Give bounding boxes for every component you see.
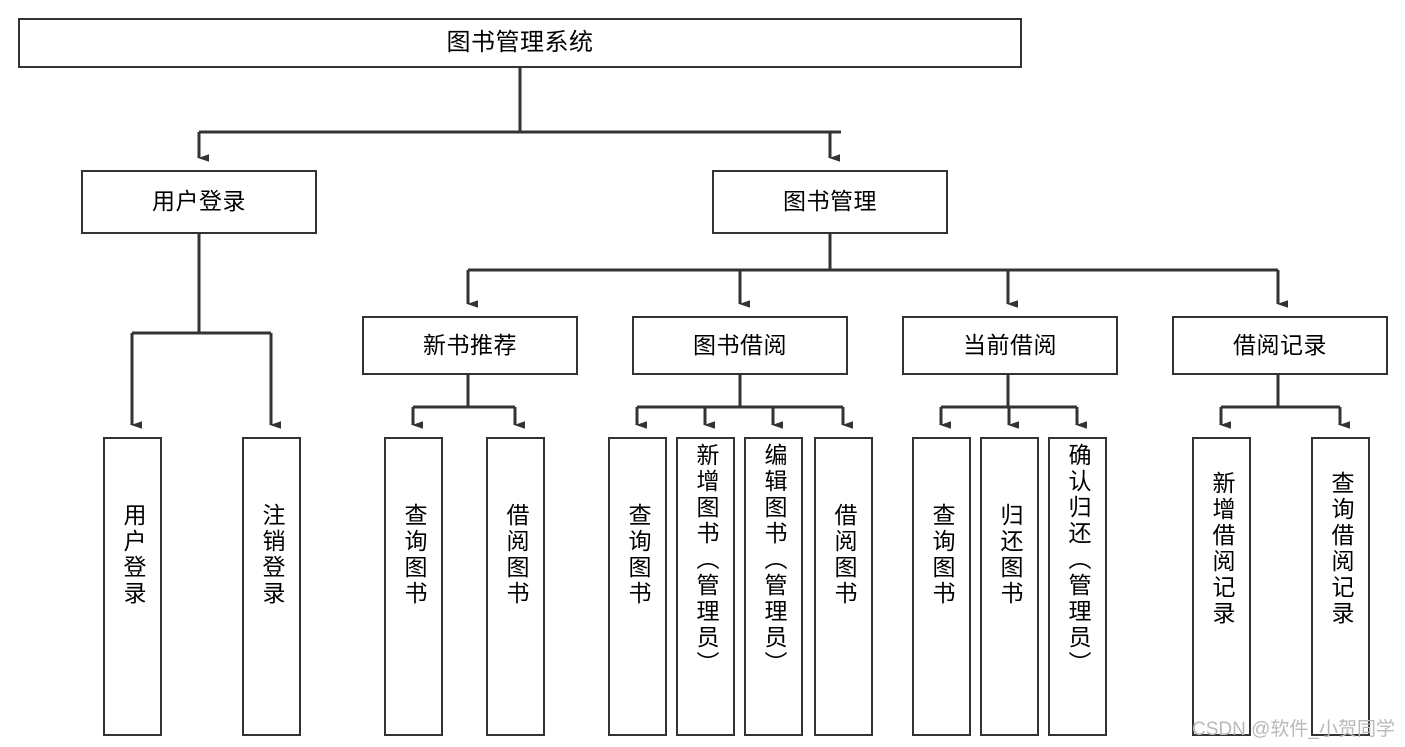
leaf-query-borrow-record[interactable]: 查询借阅记录 (1311, 437, 1370, 736)
node-label: 查询图书 (929, 503, 955, 607)
leaf-add-book-admin[interactable]: 新增图书（管理员） (676, 437, 735, 736)
leaf-query-books-new-book[interactable]: 查询图书 (384, 437, 443, 736)
node-label: 图书借阅 (693, 331, 787, 358)
node-label: 注销登录 (259, 503, 285, 607)
node-label: 查询图书 (401, 503, 427, 607)
node-label: 查询图书 (625, 503, 651, 607)
node-label: 借阅图书 (503, 503, 529, 607)
node-book-borrowing[interactable]: 图书借阅 (632, 316, 848, 375)
leaf-return-books[interactable]: 归还图书 (980, 437, 1039, 736)
csdn-watermark: CSDN @软件_小贺同学 (1192, 719, 1395, 740)
node-label: 新增图书（管理员） (693, 443, 719, 677)
node-label: 图书管理系统 (446, 28, 594, 56)
node-current-borrowing[interactable]: 当前借阅 (902, 316, 1118, 375)
node-label: 借阅记录 (1233, 331, 1327, 358)
leaf-edit-book-admin[interactable]: 编辑图书（管理员） (744, 437, 803, 736)
leaf-borrow-books[interactable]: 借阅图书 (814, 437, 873, 736)
node-label: 归还图书 (997, 503, 1023, 607)
node-label: 用户登录 (120, 503, 146, 607)
node-label: 用户登录 (152, 188, 246, 215)
leaf-add-borrow-record[interactable]: 新增借阅记录 (1192, 437, 1251, 736)
node-user-login[interactable]: 用户登录 (81, 170, 317, 234)
node-label: 当前借阅 (963, 331, 1057, 358)
node-root-book-management-system[interactable]: 图书管理系统 (18, 18, 1022, 68)
leaf-confirm-return-admin[interactable]: 确认归还（管理员） (1048, 437, 1107, 736)
node-borrowing-records[interactable]: 借阅记录 (1172, 316, 1388, 375)
node-label: 查询借阅记录 (1328, 471, 1354, 627)
node-book-management[interactable]: 图书管理 (712, 170, 948, 234)
node-label: 编辑图书（管理员） (761, 443, 787, 677)
leaf-logout[interactable]: 注销登录 (242, 437, 301, 736)
leaf-user-login[interactable]: 用户登录 (103, 437, 162, 736)
node-new-book-recommendation[interactable]: 新书推荐 (362, 316, 578, 375)
leaf-query-books-current[interactable]: 查询图书 (912, 437, 971, 736)
leaf-query-books-borrow[interactable]: 查询图书 (608, 437, 667, 736)
node-label: 图书管理 (783, 188, 877, 215)
leaf-borrow-books-new-book[interactable]: 借阅图书 (486, 437, 545, 736)
node-label: 借阅图书 (831, 503, 857, 607)
node-label: 新书推荐 (423, 331, 517, 358)
node-label: 新增借阅记录 (1209, 471, 1235, 627)
node-label: 确认归还（管理员） (1065, 443, 1091, 677)
